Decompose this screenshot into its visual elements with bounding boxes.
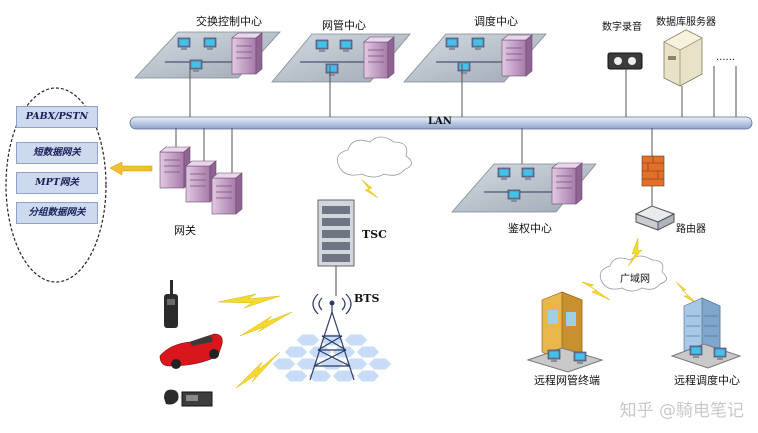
bts-lightning: [217, 293, 293, 389]
nms-center-label: 网管中心: [322, 19, 366, 32]
auth-center-platform: [451, 128, 597, 213]
gateway-servers: [159, 128, 243, 215]
lan-bus: [129, 116, 753, 130]
remote-dispatch-building: [670, 297, 742, 369]
gateway-label: 网关: [174, 224, 196, 237]
lan-label: LAN: [428, 116, 452, 127]
nms-center-platform: [271, 33, 411, 120]
router-label: 路由器: [676, 224, 706, 235]
digital-recorder-label: 数字录音: [602, 22, 642, 33]
db-server-label: 数据库服务器: [656, 17, 716, 28]
digital-recorder-device: [607, 52, 643, 120]
remote-nms-building: [526, 291, 604, 373]
gateway-list-item-short-data: 短数据网关: [16, 142, 98, 164]
remote-dispatch-center-label: 远程调度中心: [674, 374, 740, 387]
switch-center-label: 交换控制中心: [196, 15, 262, 28]
dispatch-center-label: 调度中心: [474, 15, 518, 28]
firewall-router: [634, 128, 676, 231]
tsc-rack: [317, 199, 355, 296]
tsc-label: TSC: [362, 228, 387, 241]
gateway-list-item-mpt: MPT网关: [16, 172, 98, 194]
handheld-radio-icon: [164, 280, 178, 328]
car-icon: [159, 333, 223, 369]
more-devices-dots: ......: [716, 52, 736, 63]
bts-tower: [309, 293, 355, 381]
dispatch-center-platform: [403, 33, 547, 120]
gateway-list-item-pabx: PABX/PSTN: [16, 106, 98, 128]
switch-center-platform: [134, 31, 281, 120]
vehicle-radio-icon: [164, 389, 213, 407]
remote-nms-terminal-label: 远程网管终端: [534, 374, 600, 387]
wan-cloud: [599, 255, 667, 292]
auth-center-label: 鉴权中心: [508, 222, 552, 235]
bts-label: BTS: [354, 292, 380, 305]
db-server-device: [663, 29, 703, 120]
gateway-list-item-packet-data: 分组数据网关: [16, 202, 98, 224]
bts-antenna-dot: [329, 300, 335, 306]
wan-label: 广域网: [620, 274, 650, 285]
lightning-icon: [361, 179, 379, 199]
watermark: 知乎 @騎电笔记: [619, 401, 744, 421]
lan-cloud: [336, 136, 412, 178]
gateway-arrow: [109, 161, 153, 176]
